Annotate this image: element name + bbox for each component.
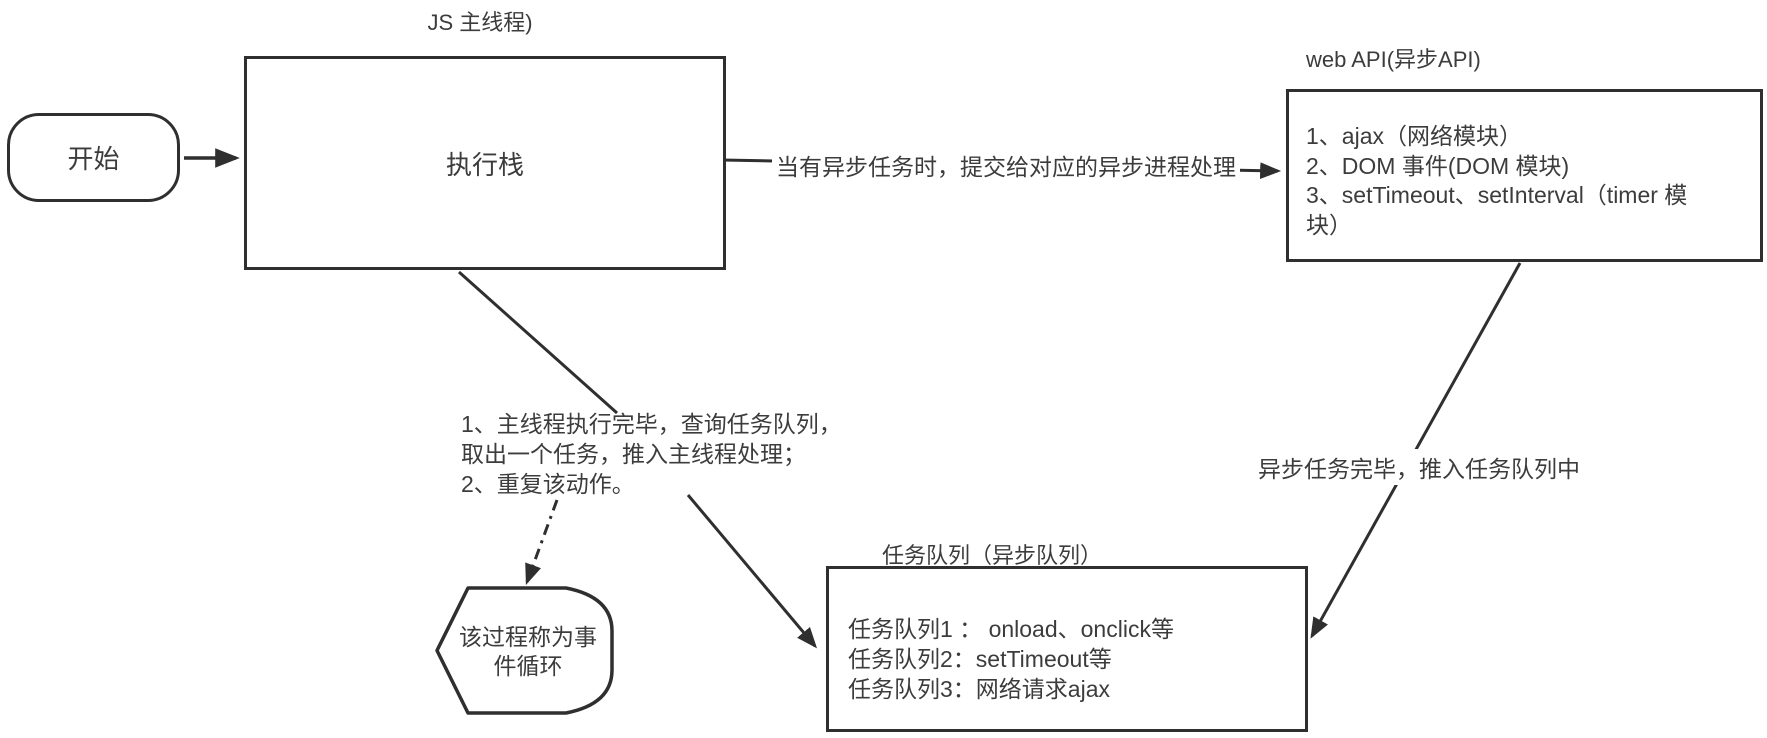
arrow-note-to-eventloop-dashdot (525, 499, 559, 585)
web-api-line: 2、DOM 事件(DOM 模块) (1306, 152, 1570, 179)
web-api-line: 3、setTimeout、setInterval（timer 模 (1306, 182, 1688, 208)
web-api-node: 1、ajax（网络模块） 2、DOM 事件(DOM 模块) 3、setTimeo… (1286, 89, 1763, 262)
event-loop-label-line: 件循环 (493, 653, 563, 679)
js-main-thread-title: JS 主线程) (427, 10, 533, 35)
start-node-label: 开始 (67, 144, 120, 174)
task-queue-line: 任务队列2：setTimeout等 (848, 646, 1112, 672)
event-loop-shape (435, 586, 614, 715)
web-api-line: 1、ajax（网络模块） (1306, 123, 1522, 149)
arrow-note-to-taskqueue (686, 494, 818, 649)
edge-label-submit-async: 当有异步任务时，提交给对应的异步进程处理 (772, 147, 1240, 183)
execution-stack-label: 执行栈 (445, 149, 524, 180)
edge-label-async-done: 异步任务完毕，推入任务队列中 (1254, 449, 1584, 485)
task-queue-node: 任务队列1 ： onload、onclick等 任务队列2：setTimeout… (826, 566, 1308, 732)
line-execstack-to-note (458, 270, 618, 415)
web-api-title: web API(异步API) (1306, 47, 1481, 72)
execution-stack-node: 执行栈 (244, 56, 726, 270)
task-queue-line: 任务队列3：网络请求ajax (848, 676, 1110, 702)
main-thread-note-line: 2、重复该动作。 (461, 471, 635, 497)
web-api-line: 块） (1306, 211, 1352, 238)
task-queue-title: 任务队列（异步队列） (882, 543, 1103, 568)
start-node: 开始 (7, 113, 180, 202)
event-loop-label-line: 该过程称为事 (459, 624, 597, 650)
event-loop-label: 该过程称为事 件循环 (428, 623, 628, 681)
main-thread-note-line: 取出一个任务，推入主线程处理； (461, 441, 806, 467)
task-queue-line: 任务队列1 ： onload、onclick等 (848, 616, 1174, 642)
main-thread-note-line: 1、主线程执行完毕，查询任务队列， (461, 411, 842, 437)
main-thread-note: 1、主线程执行完毕，查询任务队列， 取出一个任务，推入主线程处理； 2、重复该动… (461, 409, 842, 499)
